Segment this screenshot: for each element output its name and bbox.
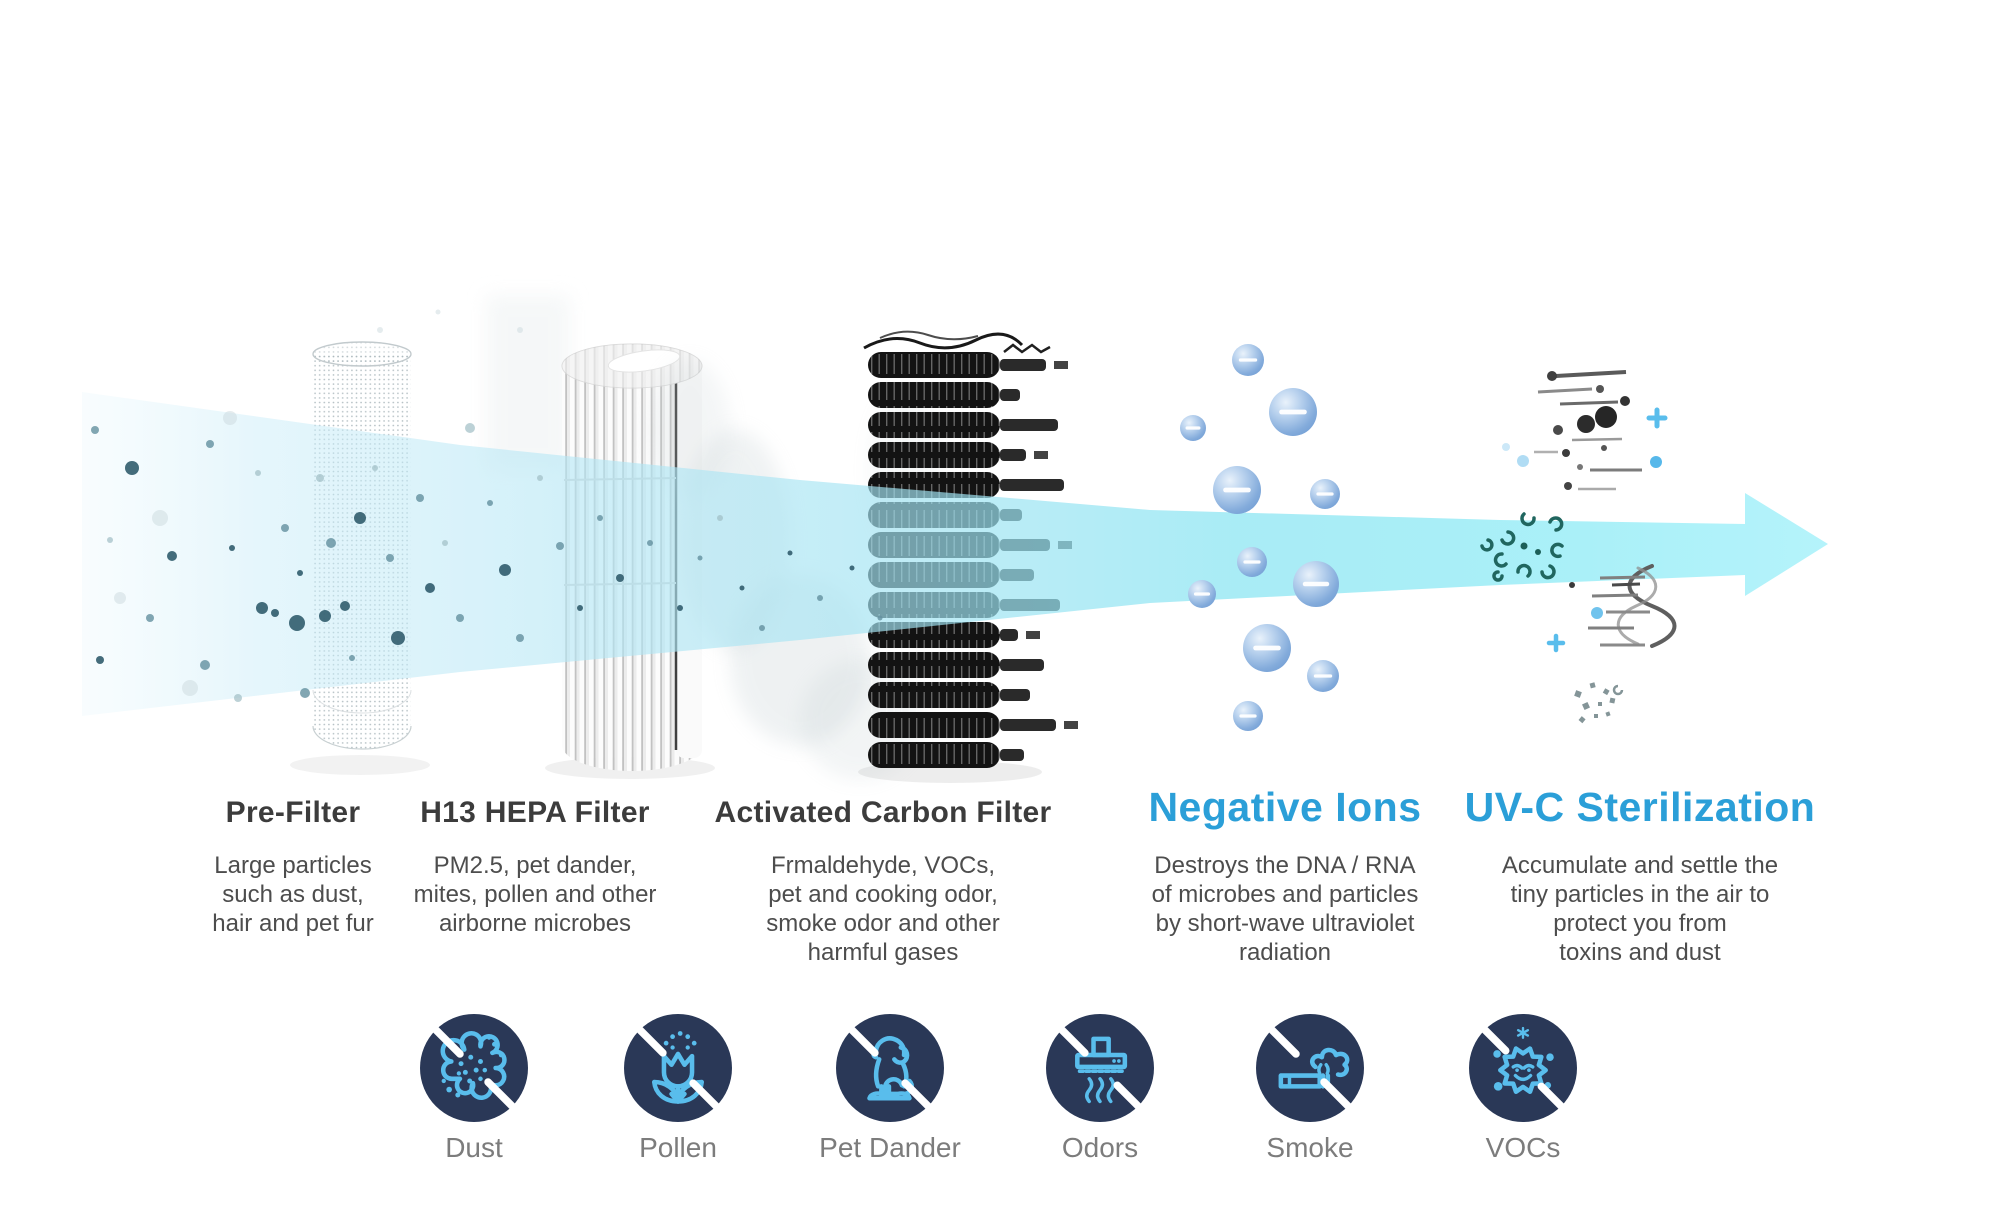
stage-description: Frmaldehyde, VOCs, pet and cooking odor,… (766, 852, 1000, 966)
badge-smoke: Smoke (1256, 1014, 1364, 1163)
badge-pollen: Pollen (624, 1014, 732, 1163)
stage-title: H13 HEPA Filter (420, 796, 650, 829)
stage-title: Activated Carbon Filter (714, 796, 1052, 829)
badge-odors: Odors (1046, 1014, 1154, 1163)
badge-label: VOCs (1485, 1132, 1561, 1163)
uvc-graphic (1480, 370, 1677, 724)
stage-title: Pre-Filter (225, 796, 361, 829)
badge-label: Smoke (1266, 1132, 1354, 1163)
stage-column-carbon-filter: Activated Carbon Filter Frmaldehyde, VOC… (683, 795, 1083, 967)
odors-icon (1046, 1014, 1154, 1122)
stage-description: Large particles such as dust, hair and p… (212, 852, 374, 937)
stage-column-negative-ions: Negative Ions Destroys the DNA / RNA of … (1075, 783, 1495, 967)
badge-label: Pet Dander (819, 1132, 961, 1163)
stage-column-uvc-sterilization: UV-C Sterilization Accumulate and settle… (1420, 783, 1860, 967)
smoke-icon (1256, 1014, 1364, 1122)
dust-icon (420, 1014, 528, 1122)
stage-description: PM2.5, pet dander, mites, pollen and oth… (413, 852, 657, 937)
badge-label: Pollen (639, 1132, 717, 1163)
stage-title: Negative Ions (1148, 784, 1422, 830)
badge-dust: Dust (420, 1014, 528, 1163)
pet-dander-icon (836, 1014, 944, 1122)
dna-fragment-top (1534, 370, 1642, 491)
negative-ion-bubbles (1180, 344, 1340, 731)
particle-dots (91, 309, 883, 702)
badge-label: Dust (445, 1132, 503, 1163)
badge-label: Odors (1061, 1132, 1139, 1163)
dna-helix (1588, 564, 1677, 648)
broken-germ-specks (1574, 682, 1624, 724)
stage-column-hepa-filter: H13 HEPA Filter PM2.5, pet dander, mites… (375, 795, 695, 938)
pollen-icon (624, 1014, 732, 1122)
stage-title: UV-C Sterilization (1464, 784, 1816, 830)
vocs-icon (1469, 1014, 1577, 1122)
badge-pet-dander: Pet Dander (819, 1014, 961, 1163)
stage-description: Destroys the DNA / RNA of microbes and p… (1151, 852, 1419, 966)
badge-vocs: VOCs (1469, 1014, 1577, 1163)
stage-description: Accumulate and settle the tiny particles… (1501, 852, 1779, 966)
virus-germ-glyph (1480, 512, 1564, 582)
stage-column-pre-filter: Pre-Filter Large particles such as dust,… (143, 795, 443, 938)
background-streak (486, 295, 570, 470)
plus-and-dot-accents (1502, 407, 1668, 653)
